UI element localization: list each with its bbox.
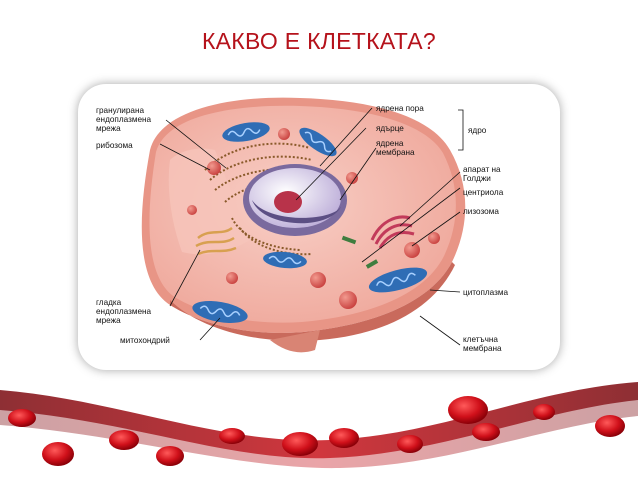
centriole bbox=[341, 235, 379, 269]
label-cell-membrane-2: мембрана bbox=[463, 344, 502, 353]
blood-cells-footer bbox=[0, 382, 638, 479]
label-nucleolus: ядърце bbox=[376, 124, 404, 133]
slide-title: КАКВО Е КЛЕТКАТА? bbox=[201, 28, 437, 54]
label-cytoplasm: цитоплазма bbox=[463, 288, 509, 297]
label-lysosome: лизозома bbox=[463, 207, 499, 216]
golgi-apparatus bbox=[370, 215, 415, 249]
label-ribosome: рибозома bbox=[96, 141, 133, 150]
mitochondria bbox=[192, 122, 428, 323]
label-granular-er-2: ендоплазмена bbox=[96, 115, 152, 124]
smooth-er bbox=[195, 226, 237, 256]
label-smooth-er-3: мрежа bbox=[96, 316, 121, 325]
label-nuclear-membrane-1: ядрена bbox=[376, 139, 404, 148]
label-smooth-er-2: ендоплазмена bbox=[96, 307, 152, 316]
label-golgi-1: апарат на bbox=[463, 165, 501, 174]
label-nucleus: ядро bbox=[468, 126, 487, 135]
nucleus bbox=[243, 164, 347, 236]
red-blood-cells bbox=[8, 396, 625, 466]
label-nuclear-membrane-2: мембрана bbox=[376, 148, 415, 157]
label-granular-er-1: гранулирана bbox=[96, 106, 145, 115]
label-granular-er-3: мрежа bbox=[96, 124, 121, 133]
label-cell-membrane-1: клетъчна bbox=[463, 335, 498, 344]
leader-lines bbox=[159, 107, 464, 346]
label-mitochondrion: митохондрий bbox=[120, 336, 170, 345]
label-golgi-2: Голджи bbox=[463, 174, 491, 183]
nucleolus-shape bbox=[274, 191, 302, 213]
vesicles bbox=[187, 128, 440, 309]
label-nuclear-pore: ядрена пора bbox=[376, 104, 424, 113]
label-smooth-er-1: гладка bbox=[96, 298, 122, 307]
label-centriole: центриола bbox=[463, 188, 504, 197]
